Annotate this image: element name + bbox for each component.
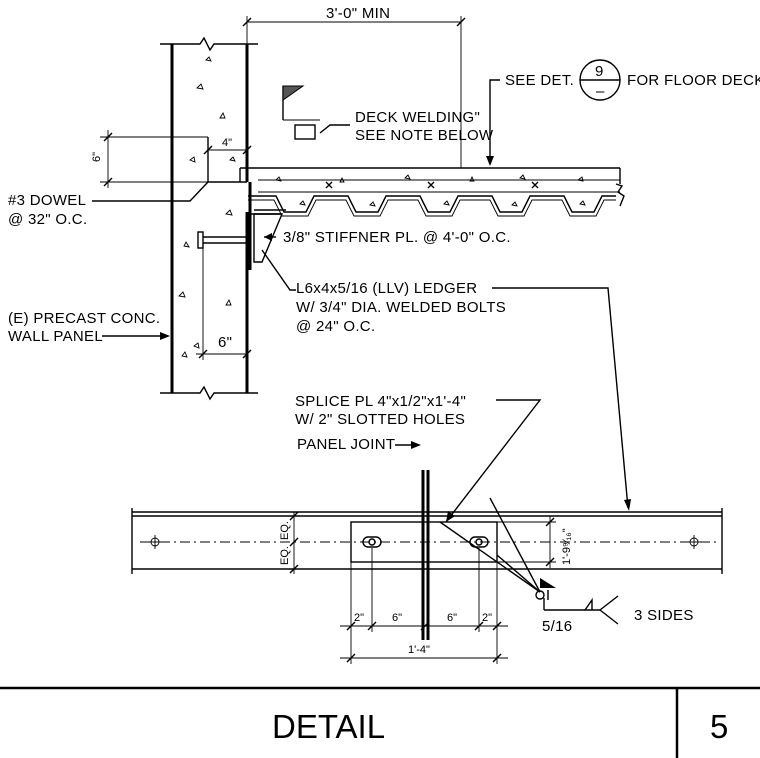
dim-6in-a: 6" xyxy=(392,612,402,624)
weld-flag xyxy=(282,85,320,140)
precast-2: WALL PANEL xyxy=(8,328,103,345)
splice-2: W/ 2" SLOTTED HOLES xyxy=(295,411,465,428)
ledger-1: L6x4x5/16 (LLV) LEDGER xyxy=(296,280,477,297)
dim-6in-bottom: 6" xyxy=(218,334,232,351)
dowel-2: @ 32" O.C. xyxy=(8,211,87,228)
dowel-1: #3 DOWEL xyxy=(8,192,86,209)
height-dim: 1'-9⁹⁄₁₆" xyxy=(497,516,573,568)
floor-deck-label: FOR FLOOR DECK xyxy=(627,72,760,89)
detail-title: DETAIL xyxy=(272,708,385,745)
eq-2: EQ. xyxy=(279,546,291,565)
eq-dims: EQ. EQ. xyxy=(279,511,351,574)
horizontal-dims: 2" 6" 6" 2" 1'-4" xyxy=(340,548,508,664)
splice-1: SPLICE PL 4"x1/2"x1'-4" xyxy=(295,393,466,410)
splice-note: SPLICE PL 4"x1/2"x1'-4" W/ 2" SLOTTED HO… xyxy=(295,393,542,523)
dowel-note: #3 DOWEL @ 32" O.C. xyxy=(8,181,209,228)
see-detail-callout: SEE DET. 9 – FOR FLOOR DECK xyxy=(486,59,760,166)
stiffner-label: 3/8" STIFFNER PL. @ 4'-0" O.C. xyxy=(283,229,511,246)
title-block: DETAIL 5 xyxy=(0,686,760,758)
precast-1: (E) PRECAST CONC. xyxy=(8,310,160,327)
dim-2in-a: 2" xyxy=(354,612,364,624)
dim-6in-b: 6" xyxy=(447,612,457,624)
dim-2in-b: 2" xyxy=(482,612,492,624)
dim-1ft4: 1'-4" xyxy=(408,644,430,656)
stiffner-note: 3/8" STIFFNER PL. @ 4'-0" O.C. xyxy=(264,229,511,246)
concrete-slab xyxy=(207,137,625,217)
precast-note: (E) PRECAST CONC. WALL PANEL xyxy=(8,310,170,345)
ledger-angle xyxy=(197,182,286,270)
ledger-note: L6x4x5/16 (LLV) LEDGER W/ 3/4" DIA. WELD… xyxy=(261,249,631,511)
pocket-dims: 4" 6" xyxy=(91,130,252,188)
dim-3ft-label: 3'-0" MIN xyxy=(326,5,390,22)
detail-number: 5 xyxy=(710,708,728,745)
ledger-2: W/ 3/4" DIA. WELDED BOLTS xyxy=(296,299,506,316)
ledger-3: @ 24" O.C. xyxy=(296,318,375,335)
panel-joint-label: PANEL JOINT xyxy=(297,436,395,453)
deck-welding-note: DECK WELDING" SEE NOTE BELOW xyxy=(319,109,494,144)
weld-symbol: 5/16 3 SIDES xyxy=(439,497,694,635)
eq-1: EQ. xyxy=(279,521,291,540)
weld-size: 5/16 xyxy=(542,618,572,635)
det-sheet: – xyxy=(596,83,605,100)
dim-1ft9: 1'-9⁹⁄₁₆" xyxy=(561,528,573,565)
dim-4in: 4" xyxy=(222,137,232,149)
bolt-spacing-dim: 6" xyxy=(196,248,252,360)
precast-wall-panel xyxy=(160,36,258,401)
deck-welding-2: SEE NOTE BELOW xyxy=(355,127,494,144)
weld-sides: 3 SIDES xyxy=(634,607,694,624)
det-num: 9 xyxy=(595,63,604,80)
dim-3ft: 3'-0" MIN xyxy=(242,5,466,168)
dim-6in-vertical: 6" xyxy=(91,152,103,162)
panel-joint-line xyxy=(421,470,430,640)
see-det-label: SEE DET. xyxy=(505,72,574,89)
deck-welding-1: DECK WELDING" xyxy=(355,109,480,126)
splice-plate xyxy=(350,521,498,563)
